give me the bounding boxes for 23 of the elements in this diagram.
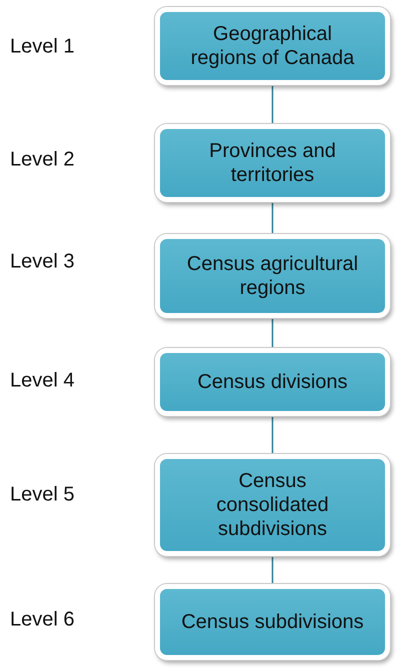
process-box bbox=[155, 124, 390, 202]
box-label: Census consolidated subdivisions bbox=[215, 469, 330, 541]
level-label: Level 1 bbox=[10, 36, 74, 58]
connector-line bbox=[272, 557, 274, 583]
box-label: Provinces and territories bbox=[208, 139, 337, 187]
connector-line bbox=[272, 319, 274, 347]
box-label: Census subdivisions bbox=[181, 610, 364, 634]
box-label: Geographical regions of Canada bbox=[190, 22, 356, 70]
connector-line bbox=[272, 417, 274, 453]
process-box bbox=[155, 454, 390, 556]
level-label: Level 6 bbox=[10, 608, 74, 632]
connector-line bbox=[272, 203, 274, 233]
process-box bbox=[155, 348, 390, 416]
connector-line bbox=[272, 86, 274, 123]
level-label: Level 3 bbox=[10, 250, 74, 274]
process-box bbox=[155, 234, 390, 318]
process-box bbox=[155, 584, 390, 660]
box-label: Census divisions bbox=[197, 370, 348, 394]
box-label: Census agricultural regions bbox=[186, 252, 360, 300]
level-label: Level 5 bbox=[10, 484, 74, 506]
level-label: Level 2 bbox=[10, 148, 74, 172]
process-box bbox=[155, 7, 390, 85]
level-label: Level 4 bbox=[10, 370, 74, 392]
